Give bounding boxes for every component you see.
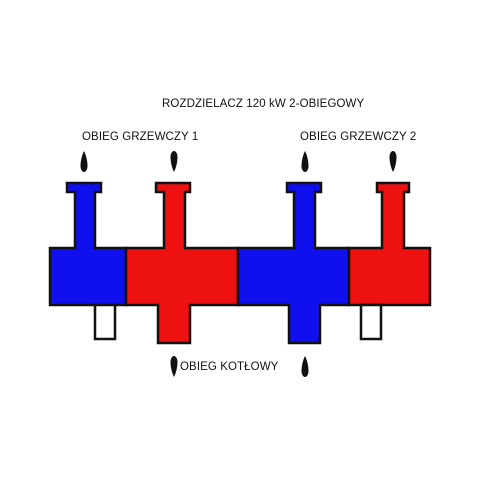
section-4-supply-red [347, 181, 432, 307]
boiler-circuit-label: OBIEG KOTŁOWY [180, 361, 279, 373]
arrow-down-icon [301, 356, 309, 377]
arrow-up-icon [389, 151, 397, 172]
right-plug [359, 303, 383, 341]
section-3-return-blue [236, 181, 351, 345]
left-plug [93, 303, 117, 341]
arrow-down-icon [80, 151, 88, 172]
diagram-title: ROZDZIELACZ 120 kW 2-OBIEGOWY [162, 98, 365, 110]
section-1-return-blue [48, 181, 128, 307]
arrow-up-icon [170, 356, 178, 377]
heating-circuit-1-label: OBIEG GRZEWCZY 1 [82, 131, 199, 143]
arrow-up-icon [170, 151, 178, 172]
heating-circuit-2-label: OBIEG GRZEWCZY 2 [300, 131, 417, 143]
arrow-down-icon [301, 151, 309, 172]
section-2-supply-red [124, 181, 240, 345]
